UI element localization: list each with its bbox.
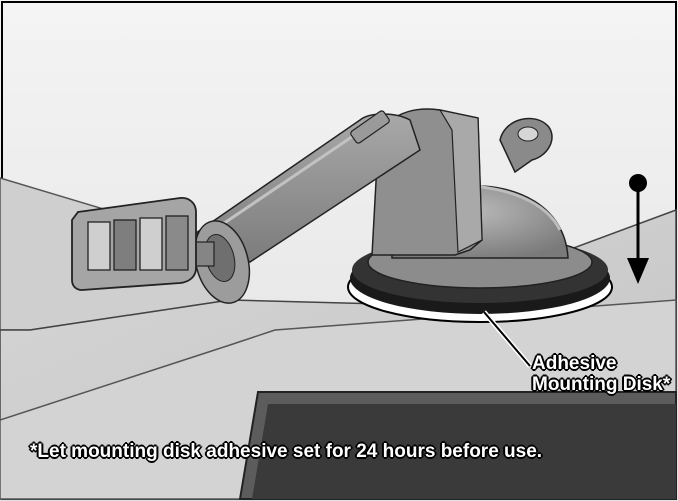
dome-highlight [469,184,562,231]
cradle-clip-left [87,221,111,271]
cradle-clip-mid [113,219,137,271]
callout-line-2: Mounting Disk* [532,373,671,395]
lever-loop [499,117,553,174]
usage-note: *Let mounting disk adhesive set for 24 h… [30,441,543,462]
callout-label: Adhesive Mounting Disk* [532,353,671,396]
down-arrow-icon [627,174,649,284]
extension-arm [194,113,421,263]
arm-slot [350,110,390,144]
display-screen [252,404,676,499]
cradle-clip-right [139,217,163,271]
callout-line-1: Adhesive [532,353,617,374]
